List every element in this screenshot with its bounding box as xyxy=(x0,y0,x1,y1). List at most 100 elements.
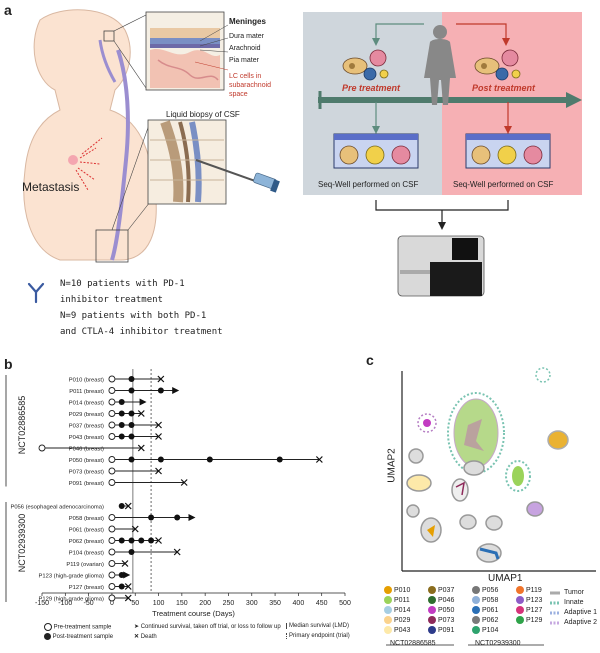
umap-legend-swatch xyxy=(428,606,436,614)
pre-sample-marker xyxy=(108,375,116,383)
death-marker xyxy=(155,467,162,475)
pre-sample-marker xyxy=(108,594,116,602)
pre-sample-marker xyxy=(108,421,116,429)
umap-legend-item: P029 xyxy=(384,616,410,624)
patient-label: P050 (breast) xyxy=(69,458,104,464)
meninges-layer-pia: Pia mater xyxy=(229,57,259,64)
death-marker xyxy=(137,410,145,417)
panel-letter-c: c xyxy=(366,352,374,368)
trial-label-1: NCT02886585 xyxy=(390,640,436,647)
legend-post-sample: Post-treatment sample xyxy=(44,633,113,640)
panel-letter-b: b xyxy=(4,356,13,372)
continued-arrow-marker xyxy=(188,514,196,521)
patient-label: P073 (breast) xyxy=(69,469,104,475)
cross-icon: ✕ xyxy=(134,634,140,640)
pre-sample-marker xyxy=(108,433,116,440)
umap-legend-label: P129 xyxy=(526,616,543,624)
umap-legend-item: P046 xyxy=(428,596,454,604)
umap-legend-label: P046 xyxy=(438,596,455,604)
x-tick-label: -150 xyxy=(35,600,49,607)
x-tick-label: 200 xyxy=(199,600,211,607)
umap-legend-item: P056 xyxy=(472,586,498,594)
post-sample-marker xyxy=(128,433,135,440)
patient-label: P029 (breast) xyxy=(69,412,104,418)
x-tick-label: 400 xyxy=(293,600,305,607)
post-sample-marker xyxy=(128,387,135,394)
legend-death: ✕ Death xyxy=(134,633,157,640)
post-sample-marker xyxy=(118,572,125,578)
post-sample-marker xyxy=(128,537,135,544)
post-sample-marker xyxy=(138,537,145,544)
post-sample-marker xyxy=(206,456,213,463)
umap-legend-label: P058 xyxy=(482,596,499,604)
umap-legend-item: P061 xyxy=(472,606,498,614)
group-label-nct02886585: NCT02886585 xyxy=(17,395,27,455)
x-tick-label: 350 xyxy=(269,600,281,607)
umap-legend-swatch xyxy=(428,616,436,624)
x-tick-label: 50 xyxy=(131,600,139,607)
umap-xlabel: UMAP1 xyxy=(488,573,523,584)
cohort-line-3: N=9 patients with both PD-1 xyxy=(60,311,207,321)
celltype-adaptive-1: Adaptive 1 xyxy=(564,609,598,616)
continued-arrow-marker xyxy=(172,387,180,394)
death-marker xyxy=(155,421,162,429)
death-marker xyxy=(124,594,132,602)
umap-legend-swatch xyxy=(516,596,524,604)
umap-legend-label: P119 xyxy=(526,586,542,594)
seqwell-left-label: Seq-Well performed on CSF xyxy=(318,180,419,189)
umap-legend-label: P073 xyxy=(438,616,455,624)
umap-legend-label: P123 xyxy=(526,596,543,604)
panel-a-figure xyxy=(23,9,582,304)
umap-legend-item: P010 xyxy=(384,586,410,594)
umap-legend-swatch xyxy=(384,596,392,604)
death-marker xyxy=(155,433,162,440)
death-marker xyxy=(180,479,188,486)
patient-label: P129 (high-grade glioma) xyxy=(39,596,104,602)
patient-label: P014 (breast) xyxy=(69,400,104,406)
post-sample-marker xyxy=(118,583,125,590)
umap-legend-item: P062 xyxy=(472,616,498,624)
umap-legend-item: P127 xyxy=(516,606,542,614)
metastasis-label: Metastasis xyxy=(22,180,80,194)
umap-legend-item: P011 xyxy=(384,596,410,604)
x-tick-label: 0 xyxy=(110,600,114,607)
x-tick-label: 450 xyxy=(316,600,328,607)
patient-label: P062 (breast) xyxy=(69,539,104,545)
arrow-right-icon: ➤ xyxy=(134,624,140,630)
umap-legend-swatch xyxy=(428,596,436,604)
pre-sample-marker xyxy=(108,398,116,406)
post-sample-marker xyxy=(157,387,164,394)
biopsy-label: Liquid biopsy of CSF xyxy=(166,110,240,119)
patient-label: P011 (breast) xyxy=(69,389,104,395)
umap-legend-label: P029 xyxy=(394,616,411,624)
patient-label: P037 (breast) xyxy=(69,423,104,429)
umap-legend-label: P062 xyxy=(482,616,499,624)
umap-legend-label: P127 xyxy=(526,606,543,614)
post-sample-marker xyxy=(118,537,125,544)
patient-label: P043 (breast) xyxy=(69,435,104,441)
umap-legend-swatch xyxy=(472,616,480,624)
pre-sample-marker xyxy=(108,548,116,556)
umap-legend-label: P037 xyxy=(438,586,455,594)
meninges-layer-dura: Dura mater xyxy=(229,33,265,40)
patient-label: P061 (breast) xyxy=(69,527,104,533)
pre-treatment-label: Pre treatment xyxy=(342,83,401,93)
celltype-adaptive-2: Adaptive 2 xyxy=(564,619,598,626)
umap-legend-swatch xyxy=(472,586,480,594)
umap-legend-label: P014 xyxy=(394,606,411,614)
post-sample-marker xyxy=(157,456,164,463)
post-sample-marker xyxy=(118,433,125,440)
umap-legend-swatch xyxy=(384,626,392,634)
umap-legend-label: P011 xyxy=(394,596,410,604)
group-label-nct02939300: NCT02939300 xyxy=(17,513,27,573)
post-sample-marker xyxy=(128,410,135,417)
celltype-innate: Innate xyxy=(564,599,584,606)
legend-continued-label: Continued survival, taken off trial, or … xyxy=(140,624,281,630)
umap-legend-item: P091 xyxy=(428,626,454,634)
umap-legend-label: P061 xyxy=(482,606,499,614)
post-sample-marker xyxy=(118,422,125,428)
x-tick-label: 250 xyxy=(223,600,235,607)
umap-legend-swatch xyxy=(428,626,436,634)
umap-legend-swatch xyxy=(384,586,392,594)
legend-continued: ➤ Continued survival, taken off trial, o… xyxy=(134,623,281,630)
